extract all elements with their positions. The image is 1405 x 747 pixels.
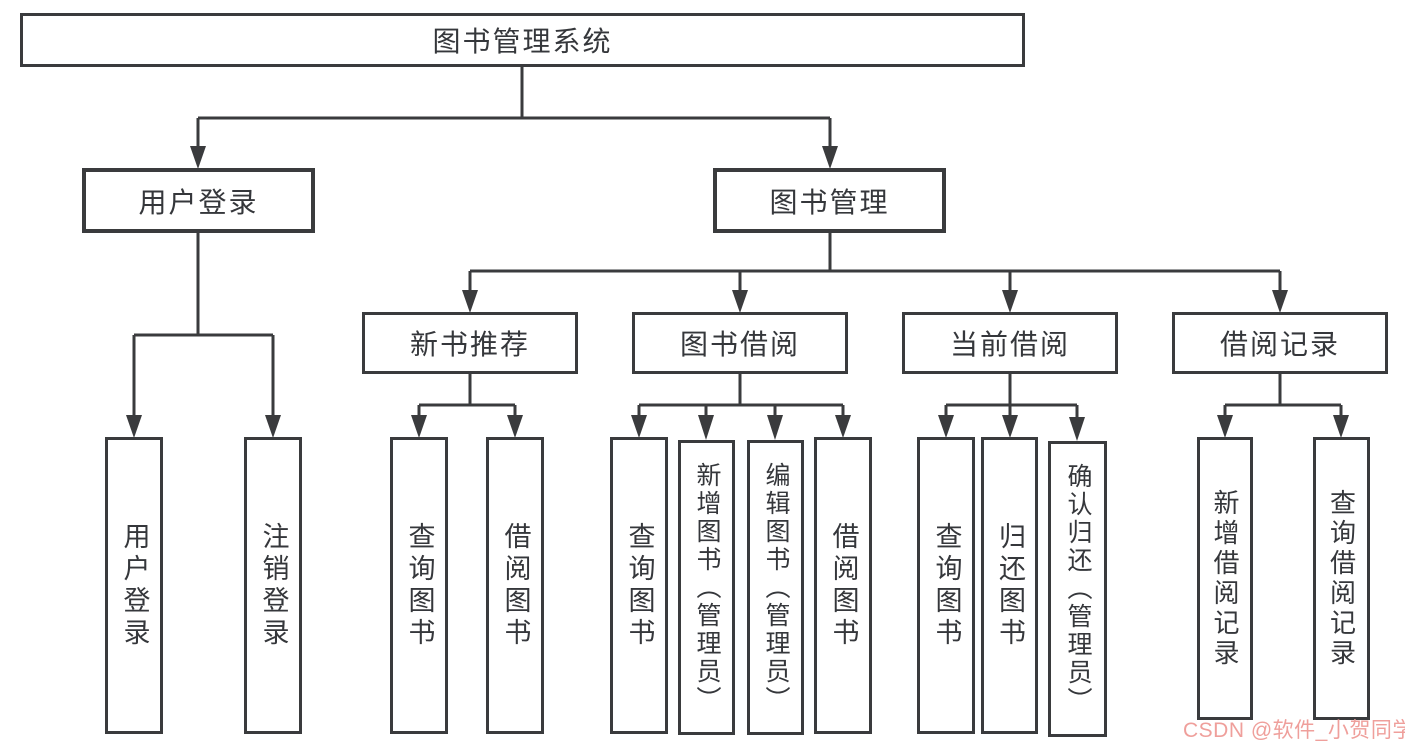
arrowhead-icon [1002, 290, 1018, 313]
leaf-borrow-edit: 编辑图书（管理员） [747, 440, 804, 735]
node-current-borrow: 当前借阅 [902, 312, 1118, 374]
arrowhead-icon [938, 415, 954, 438]
leaf-borrow-edit-label: 编辑图书（管理员） [762, 461, 790, 714]
leaf-user-login: 用户登录 [105, 437, 163, 734]
leaf-newbook-borrow: 借阅图书 [486, 437, 544, 734]
node-current-borrow-label: 当前借阅 [949, 329, 1070, 360]
node-new-book-rec-label: 新书推荐 [409, 329, 530, 360]
leaf-borrow-add-label: 新增图书（管理员） [693, 461, 721, 714]
arrowhead-icon [698, 415, 714, 440]
node-borrow-records-label: 借阅记录 [1219, 329, 1340, 360]
arrowhead-icon [732, 290, 748, 313]
leaf-user-login-label: 用户登录 [119, 521, 150, 650]
leaf-logout-label: 注销登录 [258, 521, 289, 650]
arrowhead-icon [767, 415, 783, 440]
leaf-borrow-query-label: 查询图书 [624, 521, 655, 650]
leaf-newbook-query-label: 查询图书 [404, 521, 435, 650]
arrowhead-icon [1272, 290, 1288, 313]
node-book-mgmt-label: 图书管理 [769, 186, 890, 218]
node-book-borrow-label: 图书借阅 [679, 329, 800, 360]
leaf-records-add-label: 新增借阅记录 [1210, 488, 1240, 669]
node-book-mgmt: 图书管理 [713, 168, 946, 233]
arrowhead-icon [462, 290, 478, 313]
leaf-newbook-borrow-label: 借阅图书 [500, 521, 531, 650]
arrowhead-icon [1333, 415, 1349, 438]
leaf-current-return: 归还图书 [981, 437, 1038, 734]
leaf-borrow-query: 查询图书 [610, 437, 668, 734]
arrowhead-icon [1217, 415, 1233, 438]
arrowhead-icon [126, 415, 142, 438]
leaf-records-query-label: 查询借阅记录 [1326, 488, 1357, 669]
arrowhead-icon [411, 415, 427, 438]
arrowhead-icon [265, 415, 281, 438]
arrowhead-icon [1069, 417, 1085, 441]
leaf-borrow-add: 新增图书（管理员） [678, 440, 735, 735]
arrowhead-icon [1002, 415, 1018, 438]
node-book-borrow: 图书借阅 [632, 312, 848, 374]
leaf-borrow-borrow-label: 借阅图书 [828, 521, 859, 650]
leaf-borrow-borrow: 借阅图书 [814, 437, 872, 734]
leaf-records-query: 查询借阅记录 [1313, 437, 1370, 720]
node-new-book-rec: 新书推荐 [362, 312, 578, 374]
leaf-newbook-query: 查询图书 [390, 437, 448, 734]
leaf-logout: 注销登录 [244, 437, 302, 734]
node-user-login: 用户登录 [82, 168, 315, 233]
leaf-current-confirm-label: 确认归还（管理员） [1064, 463, 1092, 715]
arrowhead-icon [835, 415, 851, 438]
node-root: 图书管理系统 [20, 13, 1025, 67]
leaf-current-query: 查询图书 [917, 437, 975, 734]
leaf-current-return-label: 归还图书 [995, 521, 1025, 650]
node-user-login-label: 用户登录 [138, 186, 259, 218]
arrowhead-icon [631, 415, 647, 438]
leaf-current-confirm: 确认归还（管理员） [1048, 441, 1107, 737]
arrowhead-icon [822, 146, 838, 169]
csdn-watermark: CSDN @软件_小贺同学 [1183, 719, 1405, 742]
arrowhead-icon [190, 146, 206, 169]
arrowhead-icon [507, 415, 523, 438]
node-borrow-records: 借阅记录 [1172, 312, 1388, 374]
leaf-records-add: 新增借阅记录 [1197, 437, 1253, 720]
arrowheads [126, 146, 1349, 441]
leaf-current-query-label: 查询图书 [931, 521, 962, 650]
node-root-label: 图书管理系统 [432, 26, 613, 57]
